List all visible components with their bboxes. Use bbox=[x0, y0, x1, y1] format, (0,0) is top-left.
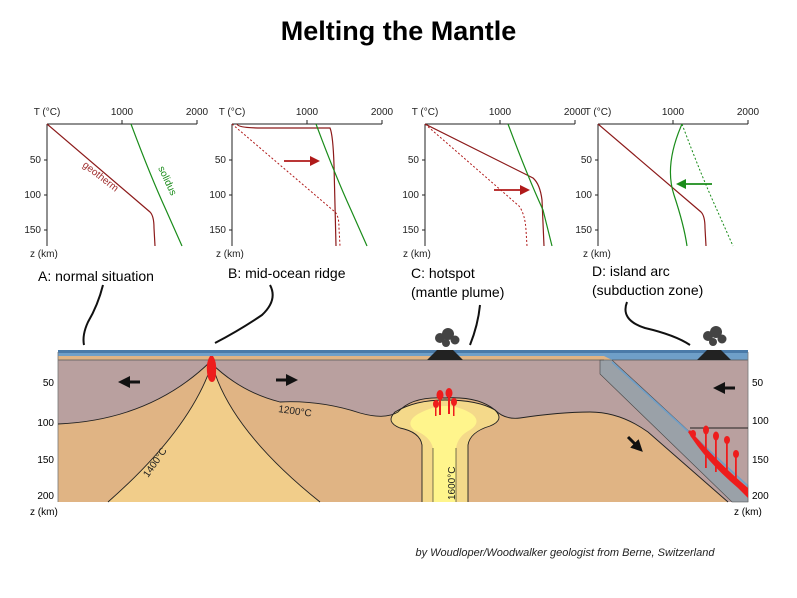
graph-panel-c: T (°C) 1000 2000 50 100 150 z (km) C: ho… bbox=[402, 107, 586, 300]
plume-magma bbox=[433, 388, 457, 416]
depth-tick-label: 100 bbox=[402, 190, 419, 201]
temp-tick-label: 1000 bbox=[489, 107, 512, 118]
arc-volcano-icon bbox=[697, 326, 731, 360]
depth-axis-label: z (km) bbox=[30, 249, 58, 260]
section-depth-label: z (km) bbox=[734, 507, 762, 518]
depth-tick-label: 100 bbox=[209, 190, 226, 201]
image-credit: by Woudloper/Woodwalker geologist from B… bbox=[415, 547, 715, 559]
temp-tick-label: 1000 bbox=[296, 107, 319, 118]
depth-tick-label: 100 bbox=[24, 190, 41, 201]
section-depth-tick: 100 bbox=[752, 416, 769, 427]
panel-caption: (subduction zone) bbox=[592, 282, 703, 298]
leader-line-a bbox=[82, 284, 104, 346]
cross-section: 1200°C 1400°C 1600°C bbox=[30, 326, 769, 518]
normal-geotherm-dotted bbox=[231, 123, 341, 247]
depth-tick-label: 150 bbox=[402, 225, 419, 236]
isotherm-1400 bbox=[107, 363, 321, 503]
depth-axis-label: z (km) bbox=[403, 249, 431, 260]
slab-motion-arrow bbox=[626, 435, 643, 452]
page-title: Melting the Mantle bbox=[280, 16, 517, 46]
temp-tick-label: 1000 bbox=[662, 107, 685, 118]
hotspot-volcano-icon bbox=[427, 328, 463, 360]
temp-tick-label: 2000 bbox=[371, 107, 394, 118]
isotherm-label-1600: 1600°C bbox=[447, 467, 458, 500]
isotherm-label-1200: 1200°C bbox=[278, 404, 313, 420]
section-depth-tick: 50 bbox=[752, 378, 764, 389]
geotherm-label: geotherm bbox=[80, 160, 120, 195]
isotherm-1600 bbox=[390, 399, 500, 502]
depth-axis-label: z (km) bbox=[583, 249, 611, 260]
temp-tick-label: 2000 bbox=[737, 107, 760, 118]
temp-tick-label: 1000 bbox=[111, 107, 134, 118]
leader-line-b bbox=[214, 284, 274, 344]
panel-caption: A: normal situation bbox=[38, 268, 154, 284]
depth-axis-label: z (km) bbox=[216, 249, 244, 260]
panel-caption: B: mid-ocean ridge bbox=[228, 265, 346, 281]
section-depth-label: z (km) bbox=[30, 507, 58, 518]
depth-tick-label: 150 bbox=[575, 225, 592, 236]
graph-panel-b: T (°C) 1000 2000 50 100 150 z (km) B: mi… bbox=[209, 107, 393, 281]
section-depth-tick: 150 bbox=[37, 455, 54, 466]
normal-solidus-dotted bbox=[681, 123, 734, 247]
solidus-curve bbox=[315, 123, 368, 247]
plume-geotherm-curve bbox=[424, 123, 545, 247]
depth-tick-label: 50 bbox=[581, 155, 593, 166]
depth-tick-label: 100 bbox=[575, 190, 592, 201]
geotherm-curve bbox=[46, 123, 156, 247]
section-depth-tick: 100 bbox=[37, 418, 54, 429]
graph-panel-a: T (°C) 1000 2000 50 100 150 z (km) geoth… bbox=[24, 107, 208, 284]
panel-caption: (mantle plume) bbox=[411, 284, 504, 300]
depth-tick-label: 50 bbox=[215, 155, 227, 166]
ridge-magma bbox=[206, 356, 217, 382]
arc-magma bbox=[688, 425, 748, 498]
solidus-curve bbox=[507, 123, 553, 247]
plume-core bbox=[410, 406, 477, 502]
panel-caption: D: island arc bbox=[592, 263, 670, 279]
temp-tick-label: 2000 bbox=[564, 107, 587, 118]
section-depth-tick: 200 bbox=[752, 491, 769, 502]
panel-caption: C: hotspot bbox=[411, 265, 475, 281]
leader-line-d bbox=[624, 301, 691, 346]
depth-tick-label: 150 bbox=[24, 225, 41, 236]
section-depth-tick: 50 bbox=[43, 378, 55, 389]
temp-axis-label: T (°C) bbox=[412, 107, 439, 118]
geotherm-curve bbox=[597, 123, 707, 247]
depth-tick-label: 50 bbox=[408, 155, 420, 166]
elevated-geotherm-curve bbox=[236, 123, 337, 247]
depth-tick-label: 50 bbox=[30, 155, 42, 166]
section-depth-tick: 200 bbox=[37, 491, 54, 502]
temp-axis-label: T (°C) bbox=[585, 107, 612, 118]
lithosphere bbox=[58, 360, 748, 502]
temp-axis-label: T (°C) bbox=[34, 107, 61, 118]
solidus-curve bbox=[130, 123, 183, 247]
graph-panel-d: T (°C) 1000 2000 50 100 150 z (km) D: is… bbox=[575, 107, 759, 298]
ridge-melt-zone bbox=[108, 364, 320, 502]
normal-geotherm-dotted bbox=[424, 123, 528, 247]
depth-tick-label: 150 bbox=[209, 225, 226, 236]
temp-axis-label: T (°C) bbox=[219, 107, 246, 118]
temp-tick-label: 2000 bbox=[186, 107, 209, 118]
wet-solidus-curve bbox=[669, 123, 688, 247]
leader-line-c bbox=[469, 304, 481, 346]
section-depth-tick: 150 bbox=[752, 455, 769, 466]
